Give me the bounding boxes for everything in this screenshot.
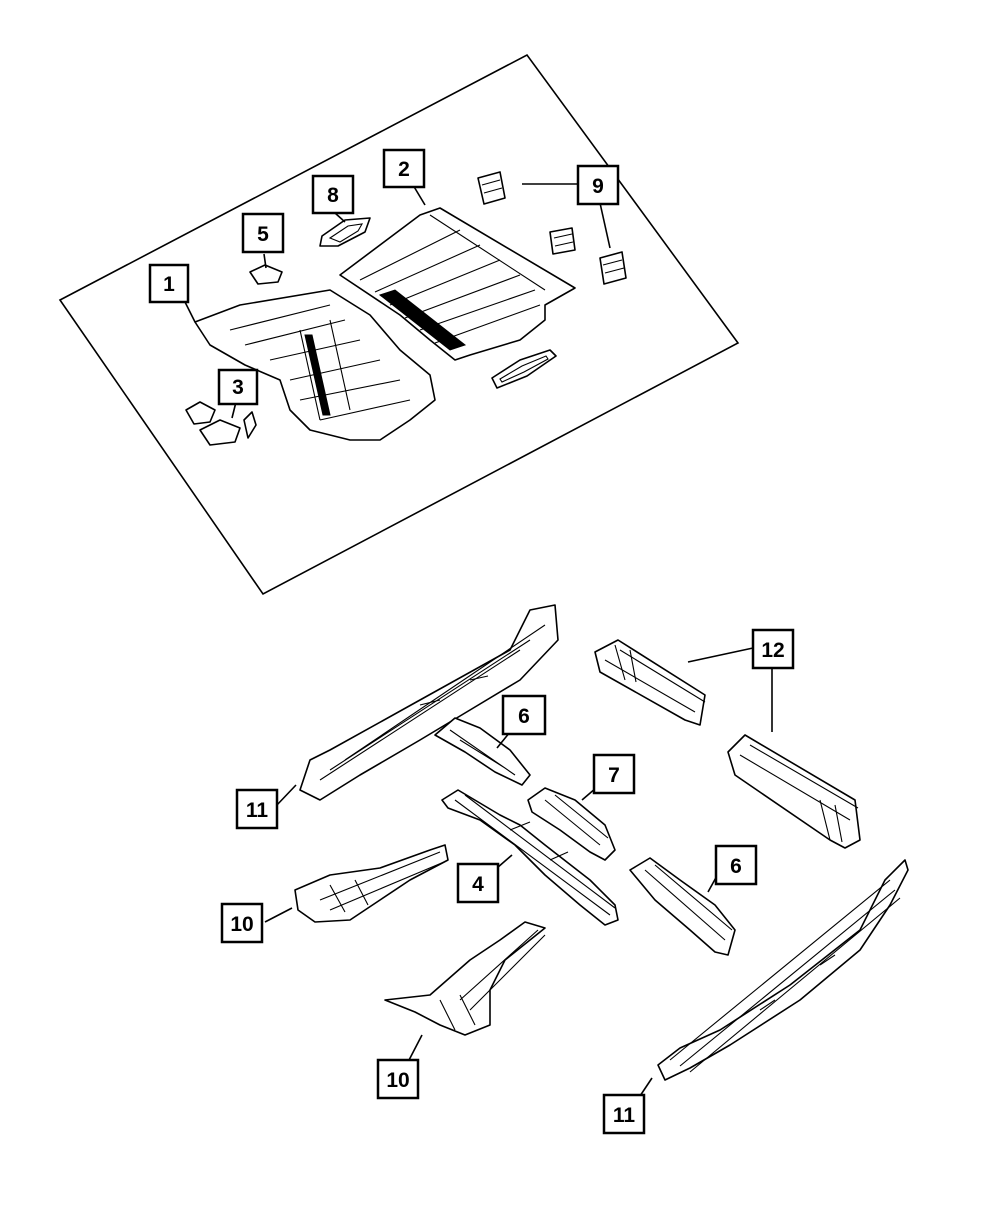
bracket-part-7: [527, 787, 616, 861]
crossmember-part-12-lower: [727, 734, 861, 849]
callout-7: 7: [592, 753, 636, 795]
svg-text:10: 10: [386, 1069, 409, 1092]
svg-text:2: 2: [398, 158, 410, 181]
callout-2: 2: [382, 148, 426, 189]
callout-6-upper: 6: [501, 694, 547, 736]
callout-9: 9: [576, 164, 620, 206]
plate-part-5: [249, 264, 283, 285]
callout-6-lower: 6: [714, 844, 758, 886]
svg-text:6: 6: [518, 705, 530, 728]
bracket-part-3: [185, 401, 257, 446]
rail-part-6-upper: [434, 717, 531, 786]
side-sill-part-11-upper: [299, 604, 559, 801]
callout-12: 12: [751, 628, 795, 670]
rail-part-6-lower: [629, 857, 736, 956]
svg-text:5: 5: [257, 223, 269, 246]
callout-10-lower: 10: [376, 1058, 420, 1100]
callout-4: 4: [456, 862, 500, 904]
svg-text:8: 8: [327, 184, 339, 207]
svg-text:7: 7: [608, 764, 620, 787]
callout-5: 5: [241, 212, 285, 254]
floor-pan-group-frame: [58, 53, 740, 596]
svg-text:6: 6: [730, 855, 742, 878]
rail-part-10-lower: [384, 921, 546, 1036]
cover-plates-part-8: [319, 217, 557, 389]
svg-text:4: 4: [472, 873, 484, 896]
svg-text:11: 11: [613, 1104, 636, 1127]
callout-10-upper: 10: [220, 902, 264, 944]
front-floor-pan: [194, 289, 436, 441]
svg-text:12: 12: [761, 639, 784, 662]
center-rail-part-4: [441, 789, 619, 926]
callout-3: 3: [217, 368, 259, 406]
svg-text:11: 11: [246, 799, 269, 822]
callout-11-upper: 11: [235, 788, 279, 830]
svg-text:1: 1: [163, 273, 175, 296]
rear-floor-pan: [339, 207, 576, 361]
svg-text:10: 10: [230, 913, 253, 936]
crossmember-part-12-upper: [594, 639, 706, 726]
callout-8: 8: [311, 174, 355, 215]
callout-11-lower: 11: [602, 1093, 646, 1135]
brackets-part-9: [477, 171, 627, 285]
svg-text:9: 9: [592, 175, 604, 198]
svg-text:3: 3: [232, 376, 244, 399]
rail-part-10-upper: [294, 844, 449, 923]
side-sill-part-11-lower: [657, 859, 909, 1081]
callout-1: 1: [148, 263, 190, 304]
